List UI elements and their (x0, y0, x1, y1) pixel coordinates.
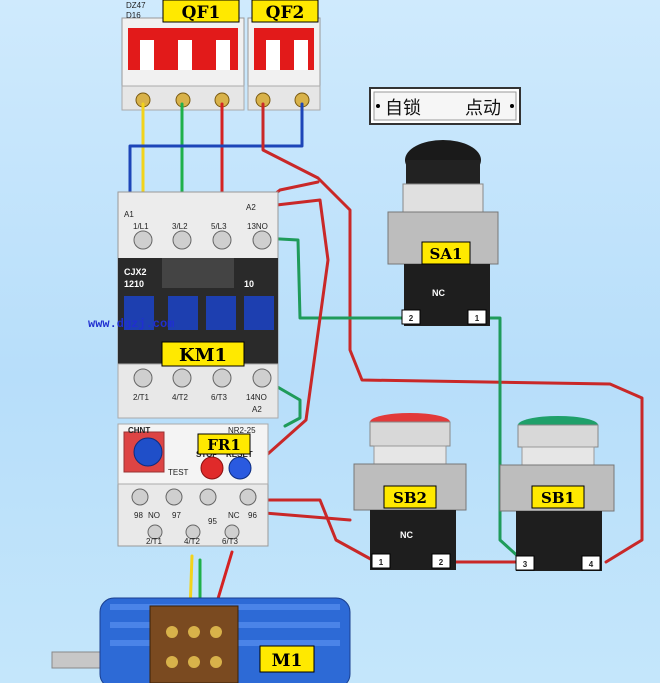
km1-aux-code: 10 (244, 279, 254, 289)
qf2-label: QF2 (266, 3, 305, 23)
km1-model-code: 1210 (124, 279, 144, 289)
mode-label-box: 自锁 点动 (369, 87, 521, 125)
km1-t2-label: 4/T2 (172, 393, 189, 402)
km1-a1-label: A1 (124, 210, 134, 219)
fr1-nc-label: NC (228, 511, 240, 520)
sb2-nc-label: NC (400, 530, 413, 540)
sb2-label: SB2 (393, 489, 427, 507)
sb1-label: SB1 (541, 489, 575, 507)
fr1-96-label: 96 (248, 511, 257, 520)
km1-t1-label: 2/T1 (133, 393, 150, 402)
m1-label: M1 (272, 651, 303, 671)
qf1-label-bg (162, 0, 240, 23)
sb1-terminal-3: 3 (523, 560, 528, 569)
fr1-test-text: TEST (168, 468, 189, 477)
sb2-terminal-2: 2 (439, 558, 444, 567)
pushbutton-sb2: SB2 NC 1 2 (353, 413, 467, 570)
fr1-label-bg (197, 433, 251, 455)
watermark-url: www.dgzj.com (88, 317, 174, 331)
sa1-label-bg (421, 241, 471, 265)
fr1-label: FR1 (207, 436, 241, 454)
fr1-t1-label: 2/T1 (146, 537, 163, 546)
km1-a2-bottom-label: A2 (252, 405, 262, 414)
selector-switch-sa1: SA1 NC 2 1 (387, 140, 499, 326)
pushbutton-sb1: SB1 3 4 (499, 416, 615, 571)
sb1-label-bg (531, 485, 585, 509)
sa1-label: SA1 (430, 245, 463, 263)
motor-m1: M1 (51, 597, 351, 683)
sa1-terminal-1: 1 (475, 314, 480, 323)
fr1-t3-label: 6/T3 (222, 537, 239, 546)
sb2-terminal-1: 1 (379, 558, 384, 567)
qf1-label: QF1 (182, 3, 221, 23)
km1-l3-label: 5/L3 (211, 222, 227, 231)
qf1-model-text: DZ47 (126, 1, 146, 10)
km1-label-bg (161, 341, 245, 367)
contactor-km1: CJX2 1210 10 KM1 A1 A2 1/L1 3/L2 5/L3 13… (117, 191, 279, 419)
sa1-nc-label: NC (432, 288, 445, 298)
breaker-qf2: QF2 (247, 0, 321, 111)
km1-a2-top-label: A2 (246, 203, 256, 212)
fr1-t2-label: 4/T2 (184, 537, 201, 546)
fr1-95-label: 95 (208, 517, 217, 526)
km1-14no-label: 14NO (246, 393, 267, 402)
thermal-relay-fr1: CHNT NR2-25 STOP RESET TEST FR1 98 NO 97… (117, 423, 269, 547)
km1-l1-label: 1/L1 (133, 222, 149, 231)
km1-model-text: CJX2 (124, 267, 147, 277)
km1-13no-label: 13NO (247, 222, 268, 231)
fr1-97-label: 97 (172, 511, 181, 520)
m1-label-bg (259, 645, 315, 673)
fr1-98-label: 98 (134, 511, 143, 520)
mode-jog-text: 点动 (465, 98, 501, 119)
fr1-brand-text: CHNT (128, 426, 150, 435)
qf1-rating-text: D16 (126, 11, 141, 20)
mode-self-lock-text: 自锁 (385, 98, 421, 119)
sa1-terminal-2: 2 (409, 314, 414, 323)
fr1-model-text: NR2-25 (228, 426, 256, 435)
km1-label: KM1 (179, 345, 227, 366)
km1-l2-label: 3/L2 (172, 222, 188, 231)
qf2-label-bg (251, 0, 319, 23)
km1-t3-label: 6/T3 (211, 393, 228, 402)
fr1-no-label: NO (148, 511, 160, 520)
sb1-terminal-4: 4 (589, 560, 594, 569)
sb2-label-bg (383, 485, 437, 509)
